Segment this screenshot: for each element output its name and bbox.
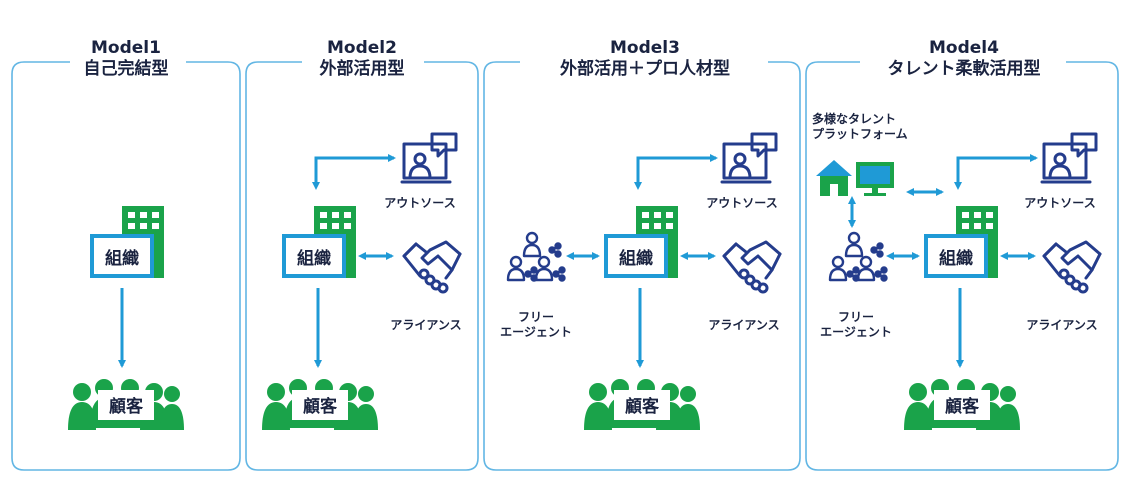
network-people-icon [828,231,888,282]
house-icon [816,160,852,196]
model-subtitle: 外部活用＋プロ人材型 [560,59,730,80]
model-name: Model2 [327,38,397,58]
organization-label: 組織 [939,249,973,269]
alliance-label: アライアンス [390,318,462,332]
handshake-icon [402,240,462,294]
model1-title: Model1 自己完結型 [66,38,186,81]
panel-frames [11,61,1119,471]
freeagent-label: フリー エージェント [808,310,904,340]
model-name: Model1 [91,38,161,58]
presenter-icon [400,132,458,184]
outsource-label: アウトソース [1024,196,1096,210]
organization-label: 組織 [105,249,139,269]
organization-label: 組織 [297,249,331,269]
freeagent-line1: フリー [517,310,554,324]
model-subtitle: 自己完結型 [83,59,169,80]
arrow-org-outsource [954,154,1038,190]
customer-label: 顧客 [109,397,143,417]
freeagent-line2: エージェント [500,325,572,339]
model2-title: Model2 外部活用型 [302,38,422,81]
arrow-org-outsource [312,154,396,190]
organization-label: 組織 [619,249,653,269]
freeagent-label: フリー エージェント [488,310,584,340]
handshake-icon [722,240,782,294]
model-name: Model4 [929,38,999,58]
platform-label: 多様なタレント プラットフォーム [812,112,928,142]
model4-title: Model4 タレント柔軟活用型 [862,38,1066,81]
arrow-org-outsource [634,154,718,190]
outsource-label: アウトソース [706,196,778,210]
customer-label: 顧客 [303,397,337,417]
alliance-label: アライアンス [1026,318,1098,332]
alliance-label: アライアンス [708,318,780,332]
model-subtitle: 外部活用型 [319,59,405,80]
freeagent-line1: フリー [837,310,874,324]
model3-title: Model3 外部活用＋プロ人材型 [522,38,768,81]
outsource-label: アウトソース [384,196,456,210]
customer-label: 顧客 [945,397,979,417]
customer-label: 顧客 [625,397,659,417]
platform-line1: 多様なタレント [812,112,897,126]
platform-line2: プラットフォーム [812,127,908,141]
handshake-icon [1042,240,1102,294]
model-subtitle: タレント柔軟活用型 [887,59,1041,80]
network-people-icon [506,231,566,282]
presenter-icon [720,132,778,184]
monitor-icon [856,162,894,196]
presenter-icon [1040,132,1098,184]
model-name: Model3 [610,38,680,58]
freeagent-line2: エージェント [820,325,892,339]
